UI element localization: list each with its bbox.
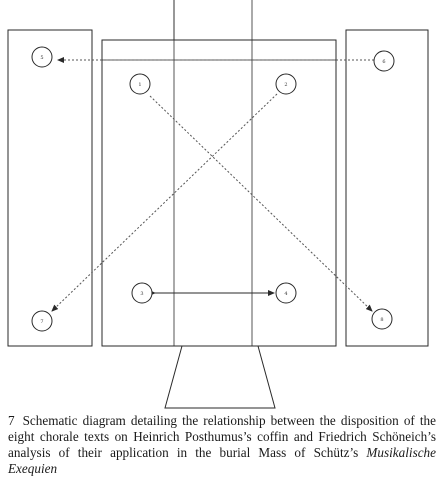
caption-text: Schematic diagram detailing the relation… bbox=[8, 413, 436, 460]
left-side-panel bbox=[7, 29, 93, 347]
node-1: 1 bbox=[129, 73, 151, 95]
node-4: 4 bbox=[275, 282, 297, 304]
connector-2-7 bbox=[51, 93, 278, 312]
node-8: 8 bbox=[371, 308, 393, 330]
coffin-foot bbox=[164, 345, 276, 409]
svg-text:2: 2 bbox=[284, 82, 287, 88]
node-7: 7 bbox=[31, 310, 53, 332]
svg-text:4: 4 bbox=[284, 291, 287, 297]
svg-text:8: 8 bbox=[380, 317, 383, 323]
coffin-lid-outer bbox=[101, 39, 337, 347]
node-3: 3 bbox=[131, 282, 153, 304]
svg-text:5: 5 bbox=[40, 55, 43, 61]
node-2: 2 bbox=[275, 73, 297, 95]
figure-number: 7 bbox=[8, 413, 15, 428]
caption-work-title: Musikalische Exequien bbox=[8, 445, 437, 476]
node-6: 6 bbox=[373, 50, 395, 72]
connector-1-8 bbox=[149, 95, 373, 312]
right-side-panel bbox=[345, 29, 429, 347]
svg-text:7: 7 bbox=[40, 319, 43, 325]
svg-text:6: 6 bbox=[382, 59, 385, 65]
svg-text:3: 3 bbox=[140, 291, 143, 297]
node-5: 5 bbox=[31, 46, 53, 68]
coffin-diagram: 5 6 1 2 3 4 7 8 bbox=[7, 0, 429, 409]
svg-text:1: 1 bbox=[138, 82, 141, 88]
